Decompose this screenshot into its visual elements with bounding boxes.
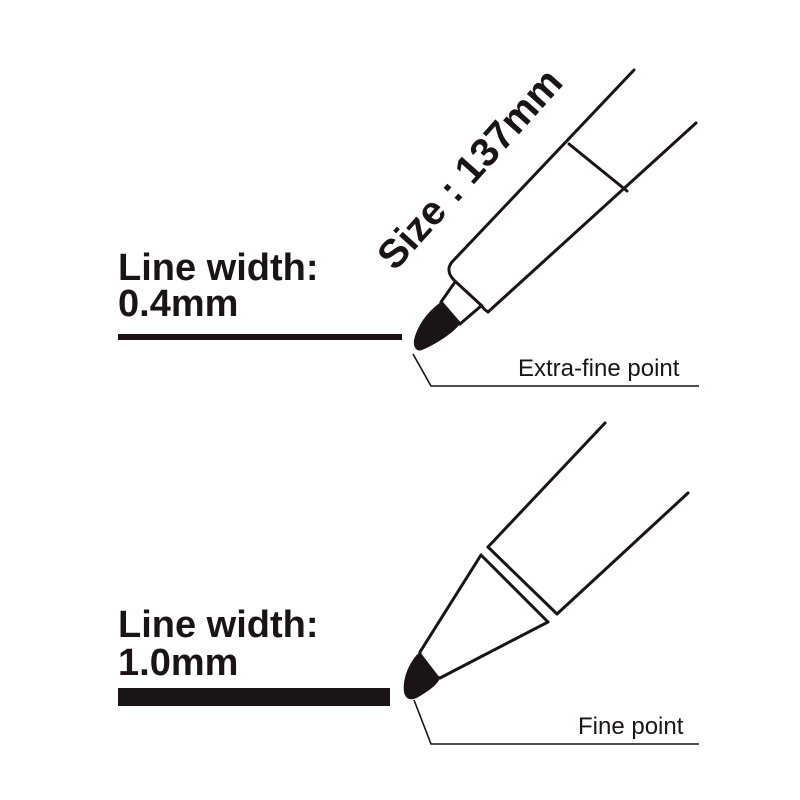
extra-fine-leader-line: [412, 353, 699, 387]
line-width-label-top: Line width:: [118, 247, 319, 289]
line-width-value-bottom: 1.0mm: [118, 642, 238, 684]
fine-pen-cone: [418, 553, 550, 680]
extra-fine-pen-tip: [413, 302, 460, 351]
fine-pen-band: [479, 545, 559, 624]
line-width-value-top: 0.4mm: [118, 283, 238, 325]
line-sample-1-0mm: [118, 688, 390, 706]
fine-pen: [403, 421, 690, 700]
line-width-label-bottom: Line width:: [118, 604, 319, 646]
extra-fine-pen-barrel: [450, 68, 698, 314]
extra-fine-point-label: Extra-fine point: [518, 355, 680, 382]
extra-fine-pen-cone: [447, 260, 490, 314]
extra-fine-pen-ring: [567, 142, 629, 193]
extra-fine-pen: [413, 68, 698, 351]
fine-pen-tip: [403, 652, 440, 700]
line-sample-0-4mm: [118, 334, 402, 340]
fine-point-label: Fine point: [578, 713, 684, 740]
fine-leader-line: [413, 699, 699, 745]
fine-pen-barrel: [486, 421, 690, 616]
